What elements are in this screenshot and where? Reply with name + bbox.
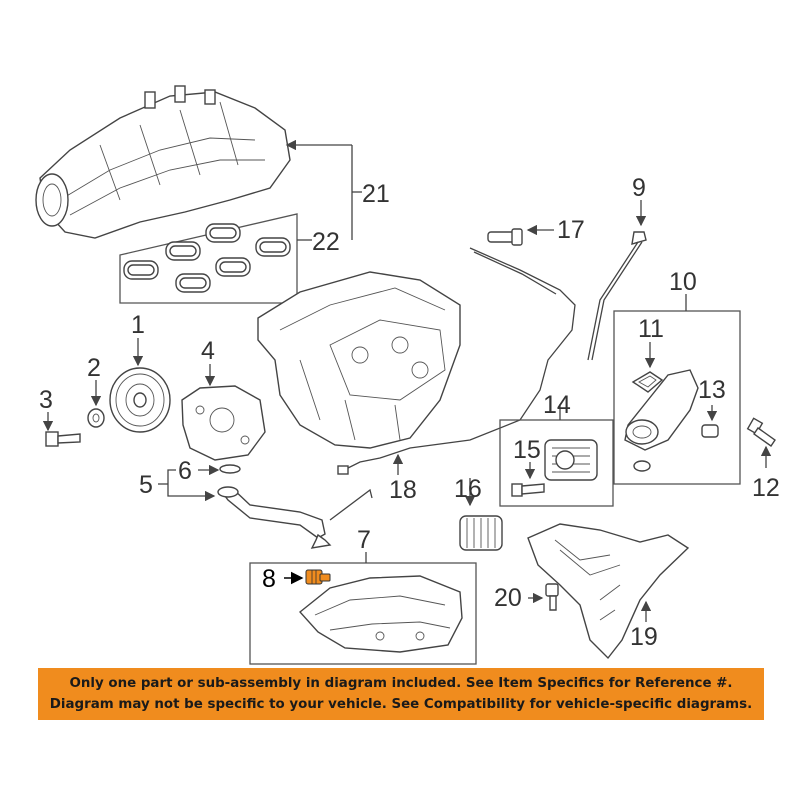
washer[interactable] [87, 408, 105, 428]
callout-16: 16 [454, 475, 482, 503]
windage-tray[interactable] [527, 523, 690, 660]
intake-manifold[interactable] [35, 85, 291, 239]
callout-5: 5 [139, 471, 153, 499]
callout-2: 2 [87, 354, 101, 382]
callout-13: 13 [698, 376, 726, 404]
pickup-o-ring[interactable] [219, 464, 241, 474]
callout-17: 17 [557, 216, 585, 244]
callout-1: 1 [131, 311, 145, 339]
disclaimer-line-1: Only one part or sub-assembly in diagram… [69, 676, 733, 691]
callout-20: 20 [494, 584, 522, 612]
intake-gaskets[interactable] [123, 223, 291, 293]
callout-22: 22 [312, 228, 340, 256]
crankshaft-pulley[interactable] [109, 367, 171, 433]
callout-21: 21 [362, 180, 390, 208]
callout-3: 3 [39, 386, 53, 414]
oil-cooler[interactable] [544, 439, 598, 481]
callout-19: 19 [630, 623, 658, 651]
tray-bolt[interactable] [545, 583, 559, 611]
oil-dipstick[interactable] [587, 231, 647, 361]
adapter-gasket[interactable] [631, 371, 664, 393]
callout-4: 4 [201, 337, 215, 365]
oil-sensor[interactable] [487, 228, 523, 246]
filter-adapter-housing[interactable] [624, 369, 699, 451]
oil-cooler-box [499, 419, 614, 507]
callout-15: 15 [513, 436, 541, 464]
oil-pickup-tube[interactable] [217, 486, 332, 549]
engine-block [257, 271, 461, 449]
callout-11: 11 [638, 315, 664, 343]
callout-10: 10 [669, 268, 697, 296]
sensor-wire-harness[interactable] [337, 247, 576, 475]
dipstick-tube-lower [329, 488, 373, 521]
callout-12: 12 [752, 474, 780, 502]
oil-filter[interactable] [459, 515, 503, 551]
disclaimer-line-2: Diagram may not be specific to your vehi… [49, 697, 753, 712]
oil-pan[interactable] [298, 575, 463, 653]
filter-adapter-box [613, 310, 741, 485]
gasket-box [119, 213, 298, 304]
callout-7: 7 [357, 526, 371, 554]
disclaimer-banner: Only one part or sub-assembly in diagram… [38, 668, 764, 720]
callout-8: 8 [262, 565, 276, 593]
adapter-sensor[interactable] [701, 424, 719, 438]
adapter-bolt[interactable] [746, 417, 776, 447]
crank-bolt[interactable] [45, 431, 81, 447]
oil-pan-box [249, 562, 477, 665]
callout-14: 14 [543, 391, 571, 419]
oil-cooler-bolt[interactable] [511, 483, 545, 497]
oil-drain-plug-highlighted[interactable] [305, 569, 331, 585]
callout-9: 9 [632, 174, 646, 202]
adapter-seal[interactable] [633, 460, 651, 472]
callout-6: 6 [178, 457, 192, 485]
oil-pump[interactable] [181, 385, 266, 461]
callout-18: 18 [389, 476, 417, 504]
